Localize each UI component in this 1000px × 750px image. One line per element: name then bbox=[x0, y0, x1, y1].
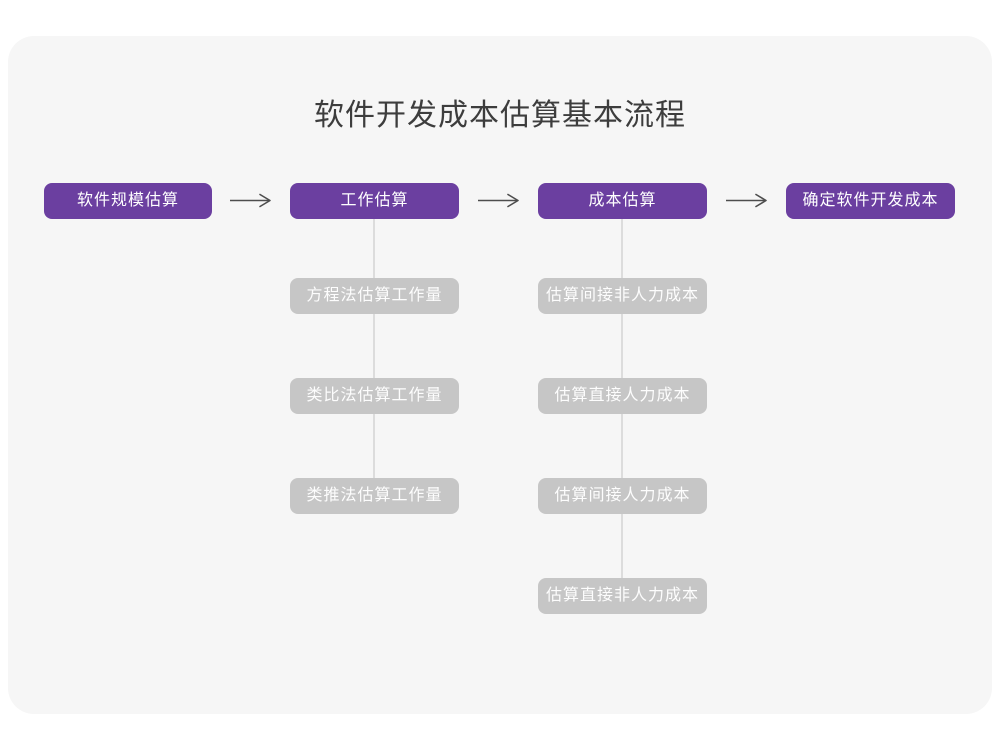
flow-arrow-icon bbox=[230, 193, 271, 208]
stage-node-work-estimation: 工作估算 bbox=[290, 183, 459, 219]
sub-node-direct-labor-cost: 估算直接人力成本 bbox=[538, 378, 707, 414]
flow-arrow-icon bbox=[726, 193, 767, 208]
flowchart-card bbox=[8, 36, 992, 714]
stage-node-cost-estimation: 成本估算 bbox=[538, 183, 707, 219]
page-title: 软件开发成本估算基本流程 bbox=[314, 99, 686, 132]
stage-node-software-scale-estimation: 软件规模估算 bbox=[44, 183, 212, 219]
connector-line-work-estimation bbox=[373, 218, 375, 480]
sub-node-analogy-method: 类比法估算工作量 bbox=[290, 378, 459, 414]
sub-node-indirect-labor-cost: 估算间接人力成本 bbox=[538, 478, 707, 514]
sub-node-direct-nonlabor-cost: 估算直接非人力成本 bbox=[538, 578, 707, 614]
sub-node-extrapolation-method: 类推法估算工作量 bbox=[290, 478, 459, 514]
flow-arrow-icon bbox=[478, 193, 519, 208]
sub-node-indirect-nonlabor-cost: 估算间接非人力成本 bbox=[538, 278, 707, 314]
sub-node-equation-method: 方程法估算工作量 bbox=[290, 278, 459, 314]
stage-node-determine-development-cost: 确定软件开发成本 bbox=[786, 183, 955, 219]
